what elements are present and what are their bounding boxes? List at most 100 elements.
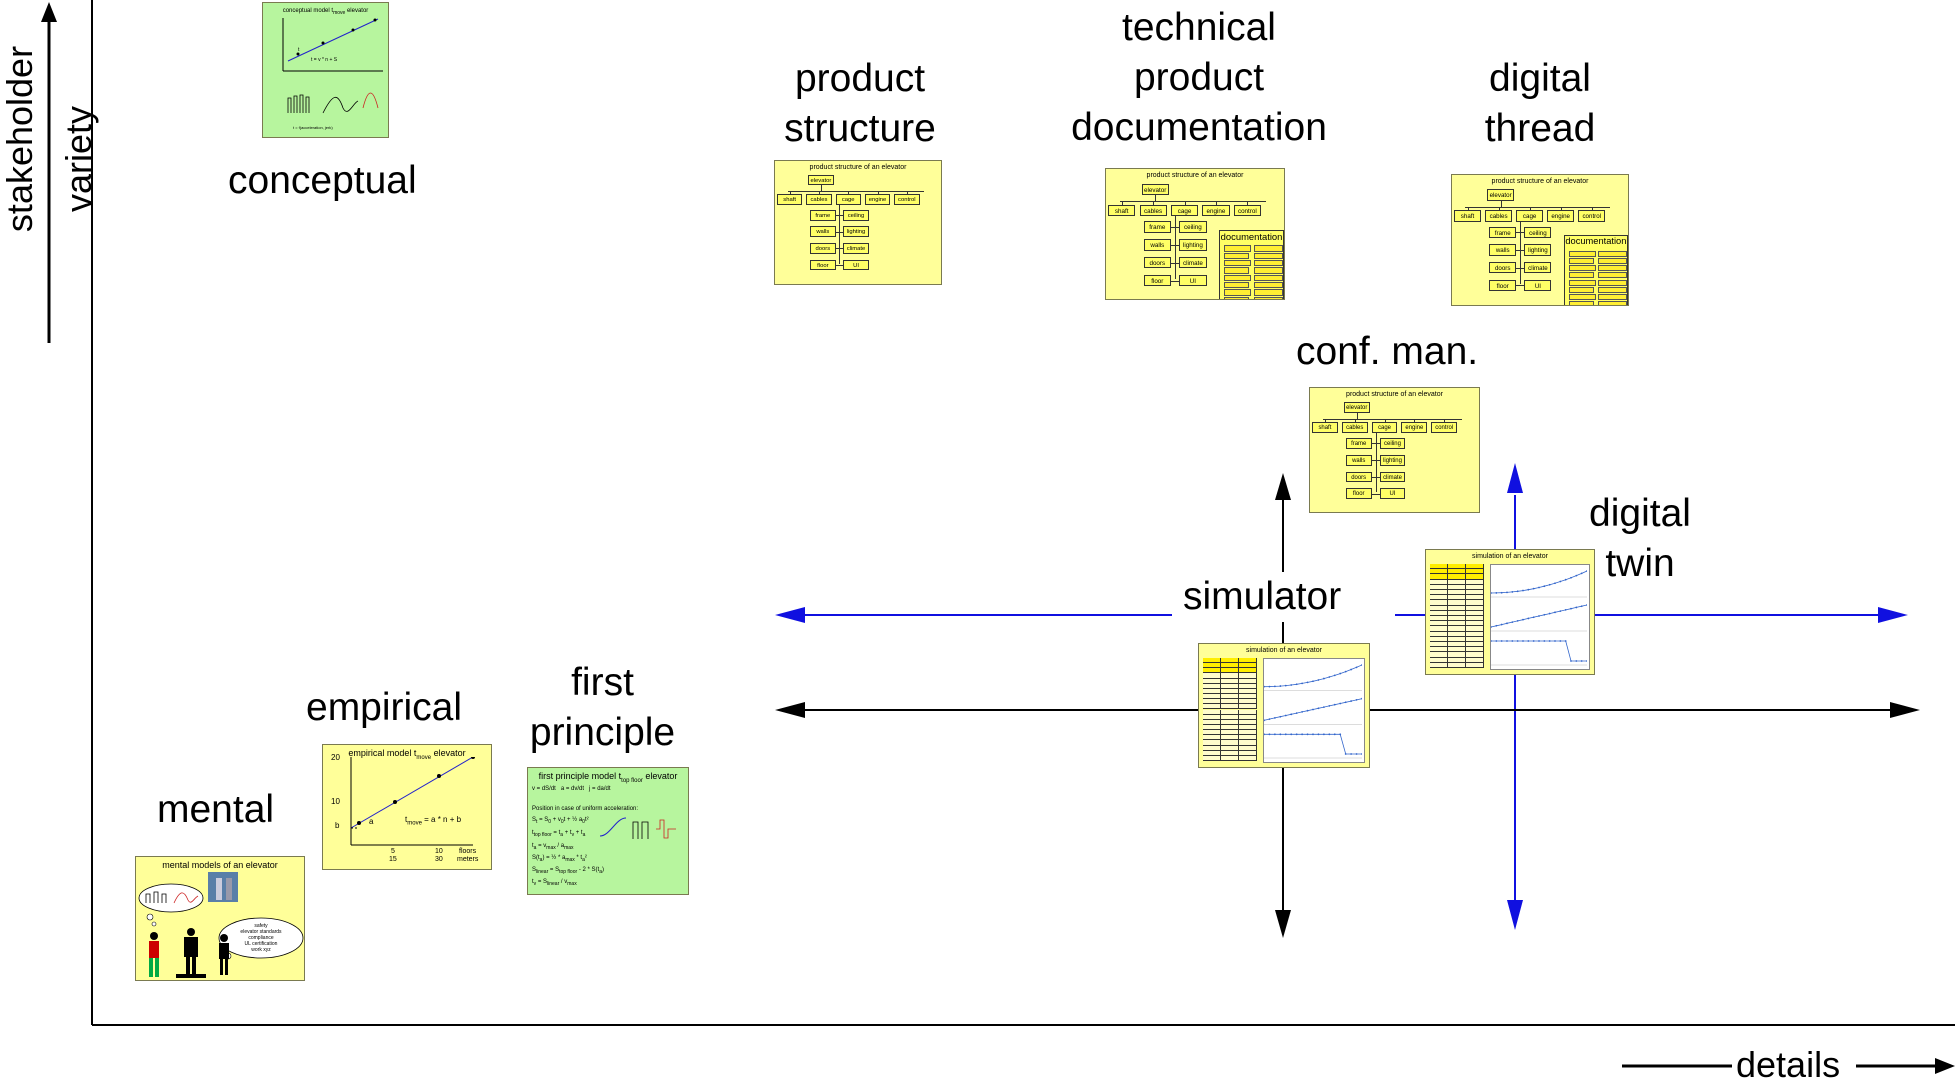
y-axis-label-variety: variety <box>58 105 99 213</box>
tree-connector <box>1121 201 1123 205</box>
simulation-card-title: simulation of an elevator <box>1246 647 1322 654</box>
tree-node-control: control <box>1431 421 1458 433</box>
tree-node-floor: floor <box>810 259 836 271</box>
simulation-table-cell <box>1239 709 1257 715</box>
simulation-table-cell <box>1466 636 1484 642</box>
documentation-entry <box>1597 301 1627 305</box>
simulation-table-cell <box>1239 658 1257 664</box>
simulation-table-cell <box>1448 579 1466 585</box>
tree-connector <box>1153 201 1155 205</box>
tree-node-walls: walls <box>810 226 836 238</box>
documentation-entry <box>1224 282 1250 289</box>
simulation-table-cell <box>1203 668 1221 674</box>
simulation-table-cell <box>1221 745 1239 751</box>
simulation-table-cell <box>1466 584 1484 590</box>
documentation-entry <box>1253 260 1283 267</box>
tree-connector <box>1354 418 1356 422</box>
simulation-table-cell <box>1466 662 1484 668</box>
simulation-table-cell <box>1203 704 1221 710</box>
tree-connector <box>835 264 844 266</box>
simulator-card: simulation of an elevator <box>1198 643 1370 768</box>
simulation-table-cell <box>1203 714 1221 720</box>
simulation-table-cell <box>1239 668 1257 674</box>
tree-connector <box>1371 476 1380 478</box>
simulation-table-cell <box>1203 678 1221 684</box>
simulation-table <box>1430 564 1484 668</box>
simulation-table-cell <box>1430 652 1448 658</box>
tree-connector <box>1591 207 1593 211</box>
simulation-table-cell <box>1430 642 1448 648</box>
documentation-entry <box>1224 267 1250 274</box>
tree-connector <box>1516 285 1525 287</box>
tree-connector <box>1516 250 1525 252</box>
documentation-entry <box>1253 289 1283 296</box>
svg-text:t = f(acceleration, jerk): t = f(acceleration, jerk) <box>293 125 333 130</box>
first-principle-model-card: first principle model ttop floor elevato… <box>527 767 689 895</box>
simulation-table-cell <box>1221 704 1239 710</box>
tree-connector <box>1498 207 1500 211</box>
empirical-y-tick-10: 10 <box>331 797 340 806</box>
simulation-table-cell <box>1221 714 1239 720</box>
tree-node-doors: doors <box>1345 471 1372 483</box>
tree-node-root: elevator <box>808 174 834 186</box>
tree-connector <box>818 191 820 195</box>
tree-node-cables: cables <box>1485 210 1513 222</box>
simulation-table-cell <box>1448 569 1466 575</box>
simulation-table-cell <box>1221 750 1239 756</box>
simulation-table-cell <box>1239 745 1257 751</box>
empirical-y-tick-20: 20 <box>331 753 340 762</box>
tree-connector <box>1516 267 1525 269</box>
simulation-table-cell <box>1466 616 1484 622</box>
simulation-table-cell <box>1448 642 1466 648</box>
tree-node-walls: walls <box>1143 239 1171 251</box>
tree-connector <box>1324 418 1326 422</box>
simulation-table-cell <box>1203 673 1221 679</box>
tree-connector <box>1170 227 1180 229</box>
mental-card-title: mental models of an elevator <box>162 860 278 870</box>
simulation-table-cell <box>1430 579 1448 585</box>
simulation-table-cell <box>1239 755 1257 761</box>
tree-connector <box>1119 201 1267 203</box>
tree-node-ceiling: ceiling <box>1524 226 1552 239</box>
label-technical-product-documentation: technical product documentation <box>1071 6 1327 149</box>
tree-node-doors: doors <box>1489 261 1517 274</box>
simulation-table-cell <box>1448 605 1466 611</box>
simulation-table-cell <box>1239 719 1257 725</box>
product-structure-title: product structure of an elevator <box>1491 178 1589 185</box>
tree-connector <box>1384 418 1386 422</box>
simulation-table-cell <box>1466 642 1484 648</box>
simulation-table-cell <box>1239 688 1257 695</box>
tree-node-engine: engine <box>1202 204 1230 217</box>
tree-connector <box>835 231 844 233</box>
first-principle-card-title: first principle model t <box>538 771 622 781</box>
simulation-table-cell <box>1221 668 1239 674</box>
documentation-entry <box>1568 286 1594 293</box>
documentation-entry <box>1568 294 1596 301</box>
simulation-table-cell <box>1203 694 1221 700</box>
documentation-entry <box>1253 245 1283 252</box>
simulation-table-cell <box>1448 610 1466 616</box>
tree-connector <box>789 191 791 195</box>
svg-text:t: t <box>298 47 300 53</box>
documentation-entry <box>1224 260 1252 267</box>
tree-node-walls: walls <box>1489 244 1517 256</box>
simulation-table-cell <box>1448 595 1466 601</box>
tree-node-frame: frame <box>1345 437 1372 449</box>
tree-node-root: elevator <box>1487 189 1515 201</box>
empirical-x-tick-5: 5 <box>391 848 395 855</box>
simulation-table-cell <box>1203 719 1221 725</box>
simulation-table-cell <box>1466 605 1484 611</box>
simulation-table-cell <box>1430 564 1448 570</box>
simulation-table-cell <box>1466 595 1484 601</box>
documentation-entry <box>1597 272 1627 279</box>
digital-thread-card: product structure of an elevator elevator… <box>1451 174 1629 306</box>
documentation-entry <box>1568 250 1596 257</box>
empirical-equation: tmove = a * n + b <box>405 815 462 827</box>
tree-node-climate: climate <box>843 243 869 254</box>
tree-connector <box>1444 418 1446 422</box>
simulation-table-cell <box>1203 740 1221 746</box>
tree-connector <box>1371 443 1380 445</box>
simulation-table-cell <box>1221 755 1239 761</box>
label-conceptual: conceptual <box>228 159 417 202</box>
